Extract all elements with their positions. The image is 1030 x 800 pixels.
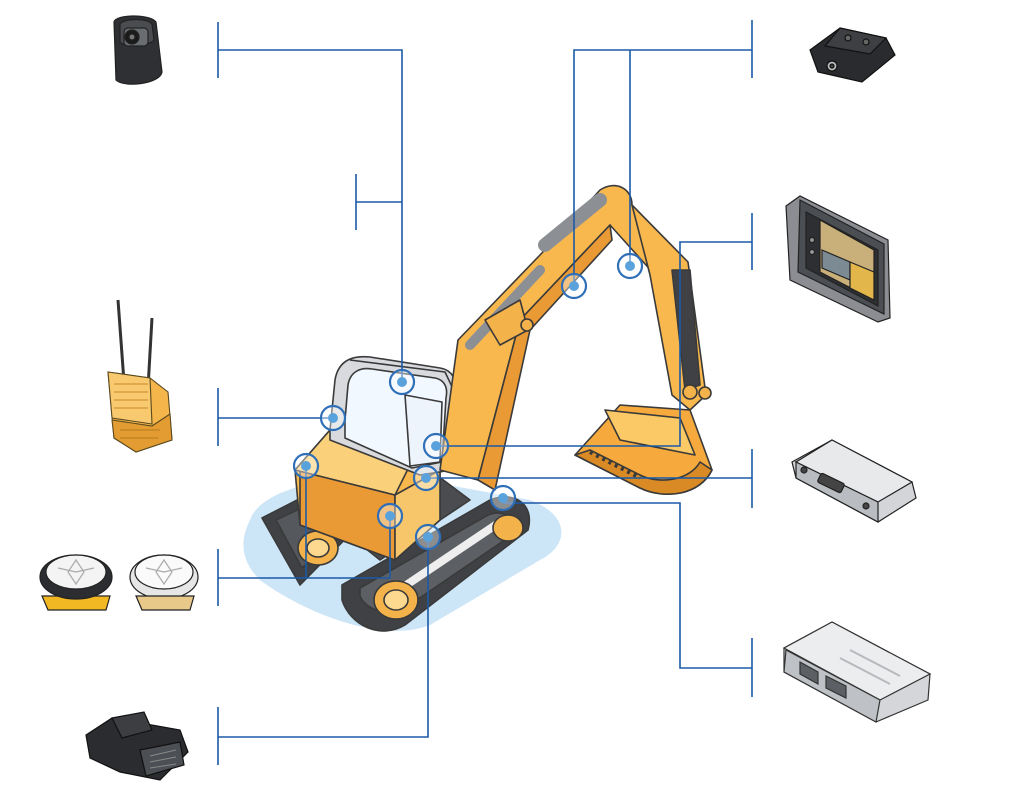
- marker-cab-base: [412, 464, 440, 492]
- camera-icon: [113, 15, 163, 85]
- gnss-receiver-icon: [791, 439, 917, 524]
- gnss-antenna-icon: [39, 554, 199, 611]
- sensor-module-icon: [809, 27, 896, 83]
- marker-body-left: [292, 452, 320, 480]
- marker-cab-inner: [422, 432, 450, 460]
- callout-line-camera: [217, 22, 403, 382]
- connector-module-icon: [85, 711, 189, 781]
- callout-line-sensor-module: [573, 20, 753, 286]
- callout-line-control-unit: [503, 502, 753, 697]
- callout-line-camera-branch: [355, 174, 402, 230]
- radio-modem-icon: [107, 299, 173, 453]
- callout-line-tablet: [436, 213, 753, 447]
- callout-markers: [292, 252, 644, 551]
- control-unit-icon: [782, 621, 932, 723]
- callout-line-connector-module: [217, 537, 429, 765]
- marker-body-right: [376, 502, 404, 530]
- marker-boom: [560, 272, 588, 300]
- right-track: [341, 496, 531, 632]
- callout-line-gnss-receiver: [426, 449, 753, 508]
- marker-cab-front: [319, 404, 347, 432]
- callout-line-radio-modem: [217, 388, 333, 446]
- marker-body-front: [414, 523, 442, 551]
- arm: [631, 204, 712, 411]
- tablet-display-icon: [785, 195, 891, 323]
- callout-line-gnss-antennas: [217, 466, 391, 606]
- marker-arm: [616, 252, 644, 280]
- marker-cab-roof: [388, 368, 416, 396]
- callout-lines: [217, 20, 753, 765]
- marker-boom-base: [489, 484, 517, 512]
- excavator-illustration: [261, 184, 713, 632]
- bucket: [574, 404, 713, 495]
